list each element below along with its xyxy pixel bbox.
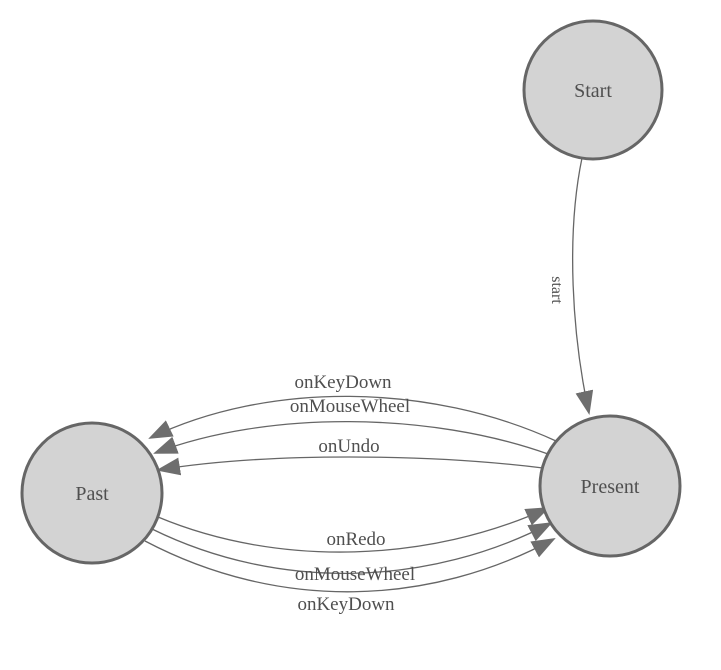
node-start: Start <box>522 19 664 161</box>
edge-present-to-past-onkeydown: onKeyDown <box>148 372 557 442</box>
edge-present-to-past-onmousewheel: onMouseWheel <box>153 396 549 455</box>
node-past: Past <box>20 421 164 565</box>
edge-label-onundo: onUndo <box>318 436 379 457</box>
edge-present-to-past-onundo: onUndo <box>156 436 544 476</box>
edge-label-onmousewheel-to-present: onMouseWheel <box>295 564 415 585</box>
edge-onmousewheel-to-present-line <box>151 522 553 575</box>
node-present-circle <box>538 414 682 558</box>
edge-label-onmousewheel-to-past: onMouseWheel <box>290 396 410 417</box>
node-present: Present <box>538 414 682 558</box>
edge-past-to-present-onredo: onRedo <box>157 507 550 553</box>
edge-label-onkeydown-to-present: onKeyDown <box>297 594 395 615</box>
edge-label-start: start <box>548 276 565 304</box>
node-start-label: Start <box>574 80 612 102</box>
edge-start-line <box>572 157 594 415</box>
edge-past-to-present-onkeydown: onKeyDown <box>144 538 556 615</box>
edge-onkeydown-to-past-line <box>148 395 557 442</box>
node-start-circle <box>522 19 664 161</box>
edge-start-to-present: start <box>548 157 594 415</box>
edge-onmousewheel-to-past-line <box>153 420 549 455</box>
node-past-label: Past <box>75 483 109 505</box>
edge-past-to-present-onmousewheel: onMouseWheel <box>151 522 553 585</box>
node-present-label: Present <box>581 476 640 498</box>
edge-label-onkeydown-to-past: onKeyDown <box>294 372 392 393</box>
edge-onundo-to-past-line <box>156 456 544 476</box>
edge-onkeydown-to-present-line <box>144 538 556 593</box>
edge-onredo-line <box>157 507 550 553</box>
edge-label-onredo: onRedo <box>326 529 385 550</box>
node-past-circle <box>20 421 164 565</box>
